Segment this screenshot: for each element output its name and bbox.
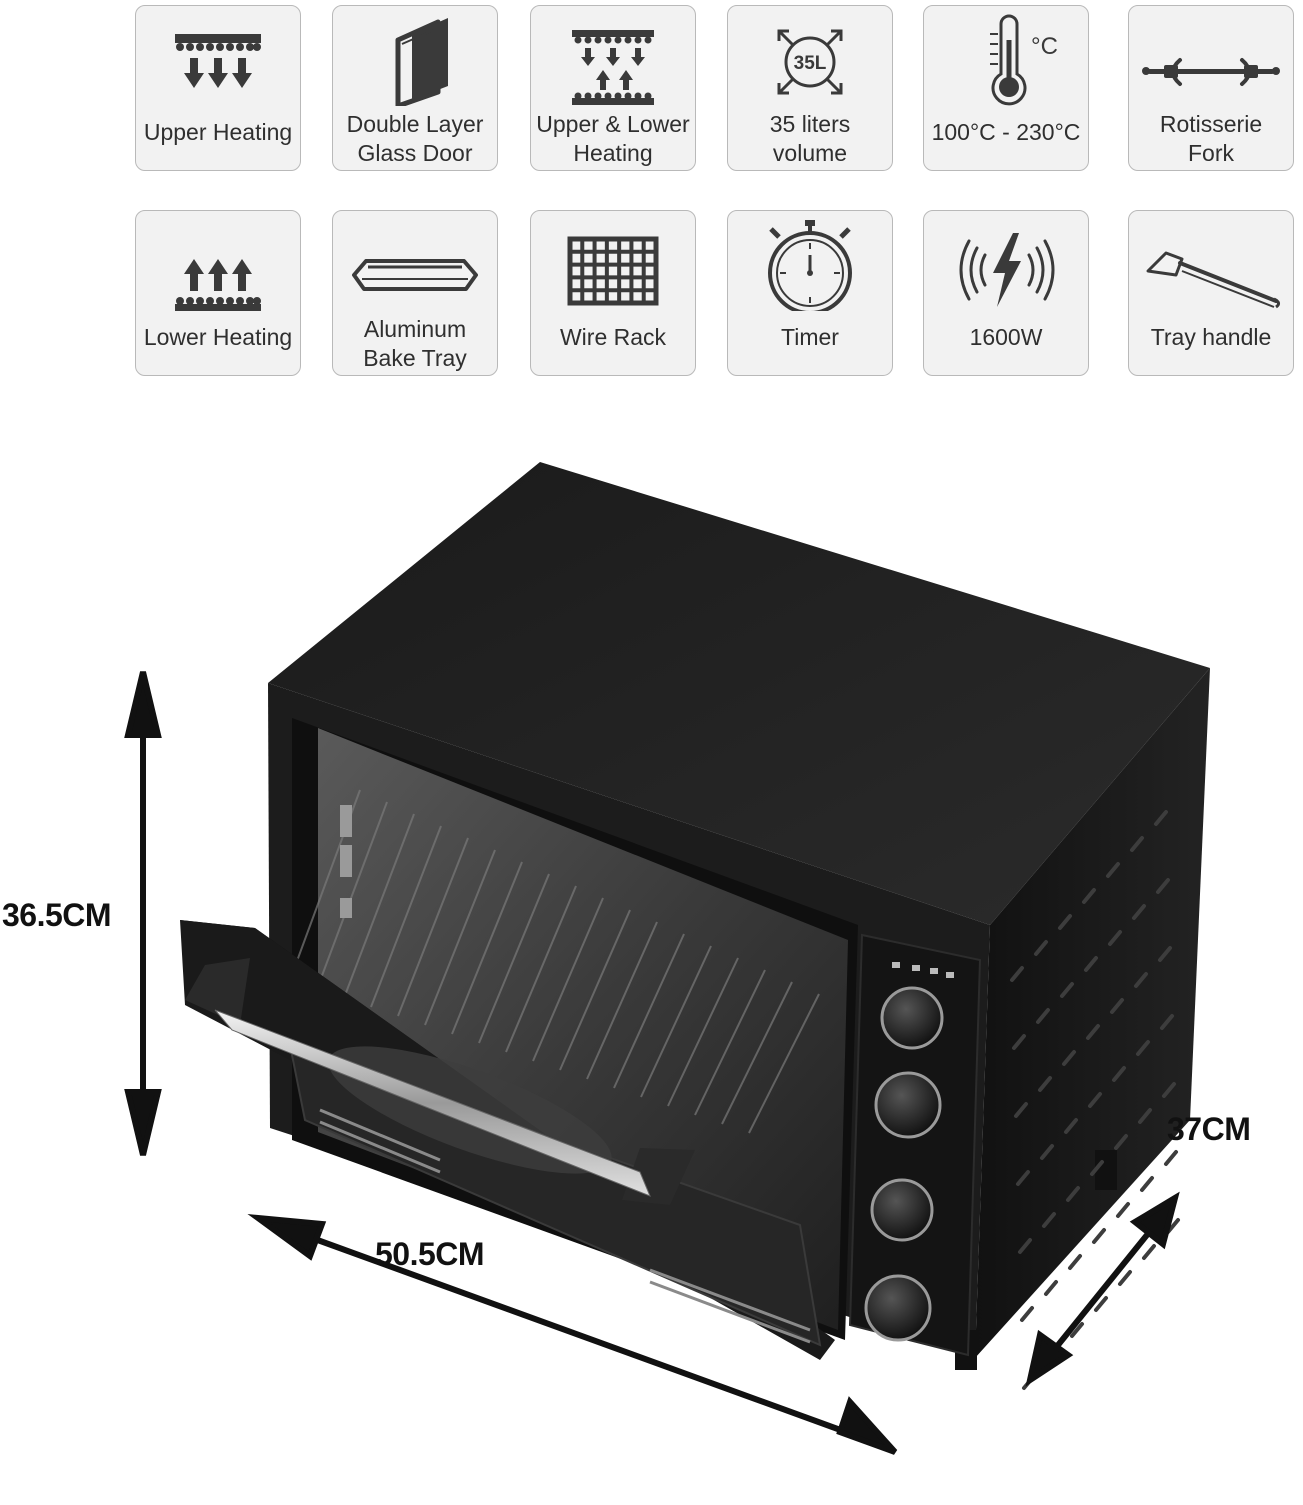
feature-label: Lower Heating xyxy=(143,324,293,350)
feature-temperature: °C 100°C - 230°C xyxy=(923,5,1089,171)
timer-icon xyxy=(728,215,892,313)
feature-timer: Timer xyxy=(727,210,893,376)
tray-handle-icon xyxy=(1129,215,1293,313)
feature-label: 35 liters volume xyxy=(769,111,851,166)
feature-label: 1600W xyxy=(969,324,1043,350)
celsius-text: °C xyxy=(1031,33,1058,60)
feature-volume: 35L 35 liters volume xyxy=(727,5,893,171)
feature-power: 1600W xyxy=(923,210,1089,376)
upper-lower-heating-icon xyxy=(531,10,695,108)
power-icon xyxy=(924,215,1088,313)
feature-upper-heating: Upper Heating xyxy=(135,5,301,171)
thermometer-icon: °C xyxy=(924,10,1088,108)
bake-tray-icon xyxy=(333,215,497,313)
feature-label: 100°C - 230°C xyxy=(931,119,1081,145)
feature-lower-heating: Lower Heating xyxy=(135,210,301,376)
feature-label: Upper & Lower Heating xyxy=(536,111,690,166)
feature-bake-tray: Aluminum Bake Tray xyxy=(332,210,498,376)
depth-dimension-label: 37CM xyxy=(1167,1111,1251,1147)
glass-door-icon xyxy=(333,10,497,108)
lower-heating-icon xyxy=(136,215,300,313)
feature-label: Tray handle xyxy=(1150,324,1272,350)
feature-label: Double Layer Glass Door xyxy=(346,111,484,166)
volume-icon-text: 35L xyxy=(794,53,827,74)
feature-glass-door: Double Layer Glass Door xyxy=(332,5,498,171)
height-dimension-label: 36.5CM xyxy=(2,897,112,933)
feature-label: Timer xyxy=(781,324,839,350)
feature-label: Rotisserie Fork xyxy=(1159,111,1263,166)
feature-label: Wire Rack xyxy=(559,324,667,350)
wire-rack-icon xyxy=(531,215,695,313)
oven-dimensions-figure: 36.5CM 50.5CM 37CM xyxy=(0,440,1303,1500)
feature-label: Upper Heating xyxy=(143,119,293,145)
volume-icon: 35L xyxy=(728,10,892,108)
feature-tray-handle: Tray handle xyxy=(1128,210,1294,376)
oven-illustration xyxy=(124,462,1210,1455)
feature-wire-rack: Wire Rack xyxy=(530,210,696,376)
upper-heating-icon xyxy=(136,10,300,108)
feature-upper-lower-heating: Upper & Lower Heating xyxy=(530,5,696,171)
width-dimension-label: 50.5CM xyxy=(375,1236,485,1272)
rotisserie-fork-icon xyxy=(1129,10,1293,108)
feature-rotisserie-fork: Rotisserie Fork xyxy=(1128,5,1294,171)
feature-label: Aluminum Bake Tray xyxy=(363,316,467,371)
